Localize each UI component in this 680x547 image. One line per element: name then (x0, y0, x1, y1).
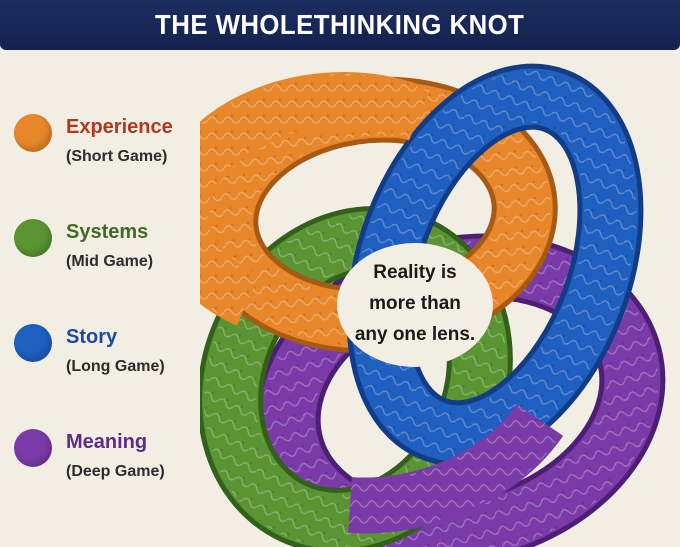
legend-item-story: Story (Long Game) (14, 318, 214, 423)
center-caption-line: more than (369, 293, 461, 314)
legend-sublabel: (Long Game) (66, 358, 165, 375)
legend-label: Experience (66, 116, 173, 138)
legend-sublabel: (Short Game) (66, 148, 168, 165)
orange-circle-icon (14, 114, 52, 152)
center-caption-line: Reality is (373, 262, 457, 283)
purple-circle-icon (14, 429, 52, 467)
legend-item-meaning: Meaning (Deep Game) (14, 423, 214, 528)
legend: Experience (Short Game) Systems (Mid Gam… (14, 108, 214, 528)
blue-circle-icon (14, 324, 52, 362)
legend-sublabel: (Mid Game) (66, 253, 154, 270)
legend-label: Meaning (66, 431, 148, 453)
legend-item-systems: Systems (Mid Game) (14, 213, 214, 318)
title-banner: THE WHOLETHINKING KNOT (0, 0, 680, 50)
green-circle-icon (14, 219, 52, 257)
legend-sublabel: (Deep Game) (66, 463, 165, 480)
center-caption-line: any one lens. (354, 324, 476, 345)
center-caption: Reality is more than any one lens. (345, 257, 485, 350)
knot-illustration (200, 63, 666, 547)
legend-label: Story (66, 326, 118, 348)
legend-label: Systems (66, 221, 149, 243)
page-title: THE WHOLETHINKING KNOT (155, 9, 525, 40)
legend-item-experience: Experience (Short Game) (14, 108, 214, 213)
blue-ring (346, 63, 644, 467)
